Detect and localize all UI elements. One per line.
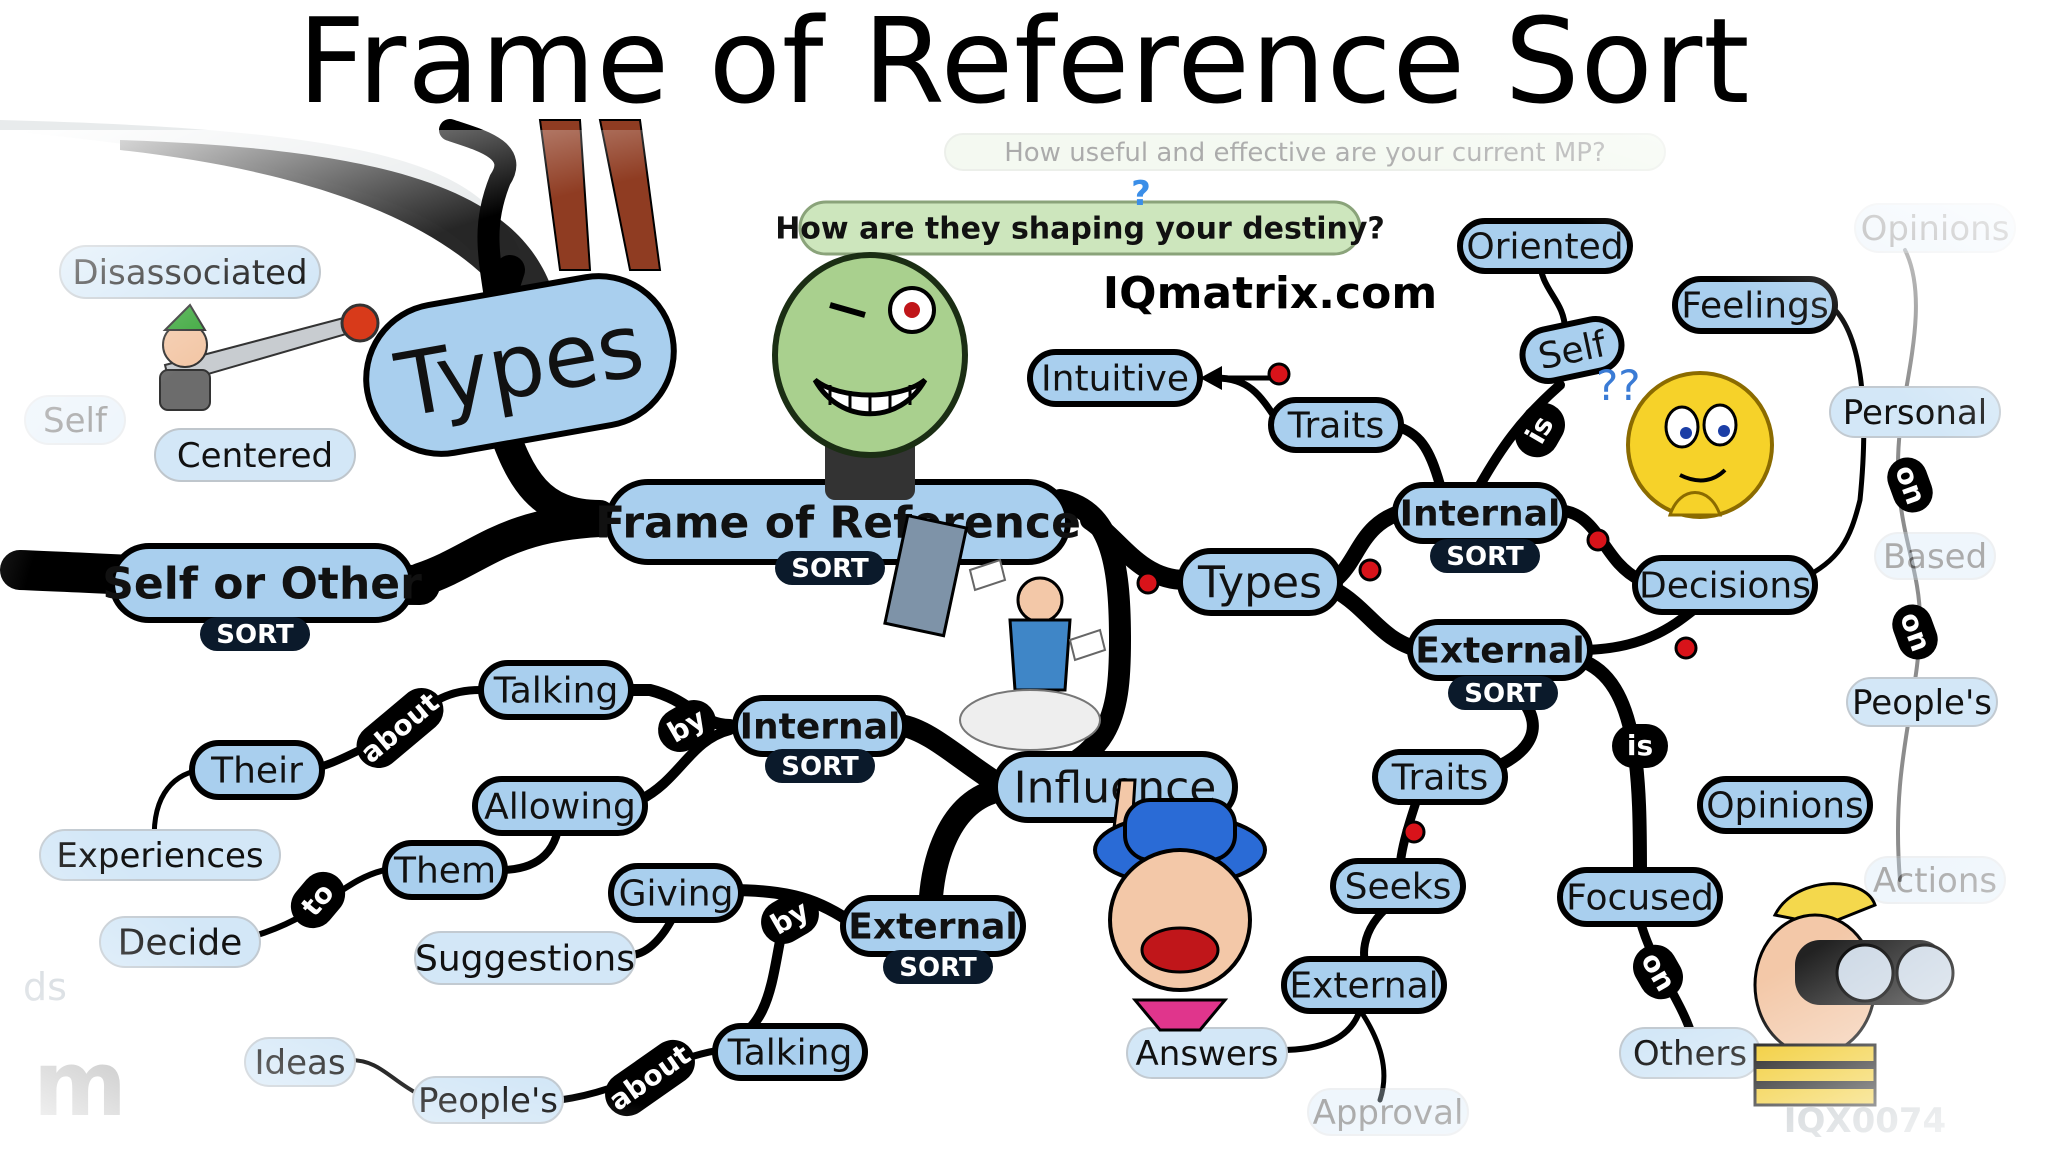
page-title: Frame of Reference Sort	[297, 0, 1751, 130]
edge-fade	[0, 130, 2048, 1152]
